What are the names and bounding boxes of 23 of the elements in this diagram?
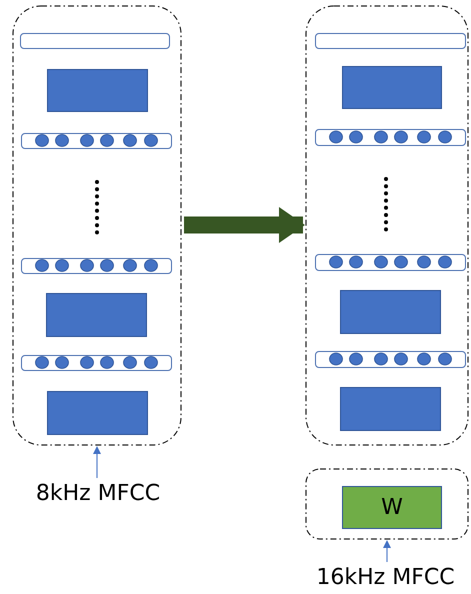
arrow (93, 446, 101, 478)
weight-block: W (342, 486, 442, 529)
dashed-group-frame (12, 5, 182, 446)
neuron-layer-bar (21, 133, 172, 149)
layer-block (46, 293, 147, 337)
neuron-layer-bar (315, 254, 466, 271)
layer-block (340, 387, 441, 431)
layer-block (340, 290, 441, 334)
arrow (383, 540, 391, 562)
dashed-group-frame (305, 5, 469, 446)
neuron-layer-bar (315, 129, 466, 146)
input-label: 8kHz MFCC (12, 478, 184, 508)
neuron-layer-bar (21, 258, 172, 274)
layer-bar (315, 33, 466, 49)
layer-block (342, 66, 442, 109)
neuron-layer-bar (315, 351, 466, 368)
input-label: 16kHz MFCC (300, 562, 471, 592)
dashed-group-frame (305, 468, 469, 540)
layer-bar (20, 33, 170, 49)
layer-block (47, 69, 148, 112)
layer-block (47, 391, 148, 435)
block-arrow (184, 207, 305, 243)
neuron-layer-bar (21, 355, 172, 371)
